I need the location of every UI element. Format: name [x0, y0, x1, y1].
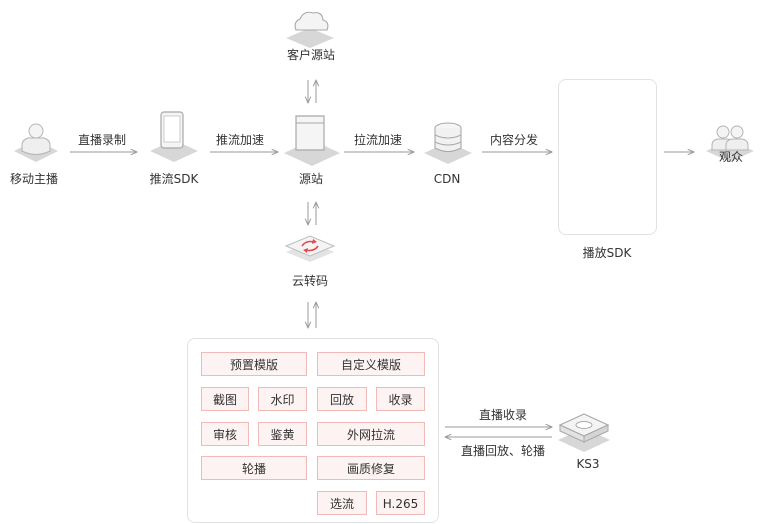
feature-porn-detect: 鉴黄	[258, 422, 307, 446]
origin-icon	[284, 115, 340, 166]
node-label-anchor: 移动主播	[9, 172, 59, 186]
feature-quality-repair: 画质修复	[317, 456, 425, 480]
node-label-ks3: KS3	[576, 457, 600, 471]
node-label-origin: 源站	[298, 172, 324, 186]
edge-label-content-dist: 内容分发	[489, 133, 539, 147]
edge-label-live-record: 直播录制	[77, 133, 127, 147]
anchor-icon	[14, 123, 58, 162]
node-label-player-sdk: 播放SDK	[582, 246, 632, 260]
edge-label-push-accel: 推流加速	[215, 133, 265, 147]
feature-review: 审核	[201, 422, 249, 446]
ks3-icon	[558, 413, 610, 452]
customer-origin-icon	[286, 11, 334, 48]
feature-custom-template: 自定义模版	[317, 352, 425, 376]
node-label-cloud-transcode: 云转码	[291, 274, 329, 288]
edge-label-live-archive: 直播收录	[478, 408, 528, 422]
node-label-customer-origin: 客户源站	[286, 48, 336, 62]
feature-screenshot: 截图	[201, 387, 249, 411]
feature-watermark: 水印	[258, 387, 307, 411]
feature-external-pull: 外网拉流	[317, 422, 425, 446]
feature-select-stream: 选流	[317, 491, 367, 515]
feature-playback: 回放	[317, 387, 367, 411]
audience-icon	[706, 125, 754, 162]
feature-h265: H.265	[376, 491, 425, 515]
push-sdk-icon	[150, 111, 198, 162]
feature-preset-template: 预置模版	[201, 352, 307, 376]
edge-label-pull-accel: 拉流加速	[353, 133, 403, 147]
node-label-audience: 观众	[718, 150, 744, 164]
feature-carousel: 轮播	[201, 456, 307, 480]
node-label-push-sdk: 推流SDK	[149, 172, 199, 186]
node-label-cdn: CDN	[433, 172, 461, 186]
feature-record: 收录	[376, 387, 425, 411]
edge-label-live-playback: 直播回放、轮播	[460, 444, 546, 458]
player-sdk-panel	[558, 79, 657, 235]
transcode-icon	[284, 235, 336, 262]
cdn-icon	[424, 122, 472, 164]
transcode-features-panel: 预置模版 自定义模版 截图 水印 回放 收录 审核 鉴黄 外网拉流 轮播 画质修…	[187, 338, 439, 523]
